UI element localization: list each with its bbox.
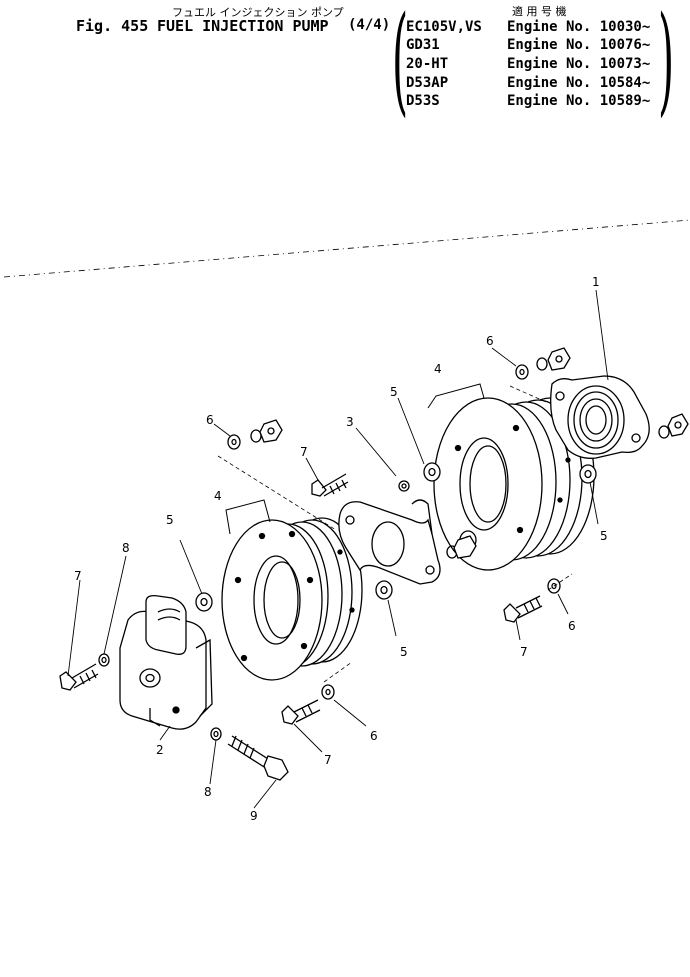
leader-line: [333, 699, 367, 727]
callout-1: 1: [592, 275, 600, 289]
part-6-washer: [227, 434, 241, 450]
applicability-engine: Engine No. 10030~: [507, 19, 651, 35]
callout-5: 5: [400, 645, 408, 659]
callout-4: 4: [434, 362, 442, 376]
callout-6: 6: [206, 413, 214, 427]
assembly-connector-line: [323, 661, 353, 683]
part-5-spacer: [375, 580, 393, 600]
part-6-washer: [547, 578, 561, 594]
applicability-model: D53AP: [406, 75, 449, 91]
washer: [658, 425, 670, 439]
callout-7: 7: [324, 753, 332, 767]
applicability-engine: Engine No. 10589~: [507, 93, 651, 109]
bracket-4-right: [427, 383, 485, 409]
applicable-units-heading: 適 用 号 機: [512, 5, 567, 18]
part-6-washer: [321, 684, 335, 700]
bracket-4-left: [225, 499, 271, 535]
callout-2: 2: [156, 743, 164, 757]
leader-line: [491, 347, 517, 367]
figure-page-fraction: (4/4): [348, 17, 391, 33]
leader-line: [595, 289, 609, 381]
part-2-coupling-bracket: [119, 594, 213, 730]
assembly-connector-line: [217, 455, 337, 531]
nut: [259, 419, 283, 443]
leader-line: [103, 555, 127, 655]
callout-6: 6: [370, 729, 378, 743]
leader-line: [159, 725, 171, 741]
callout-5: 5: [166, 513, 174, 527]
nut: [547, 347, 571, 371]
leader-line: [355, 427, 397, 477]
leader-line: [179, 539, 203, 595]
figure-number: Fig. 455: [76, 17, 149, 35]
part-8-washer: [210, 727, 222, 741]
leader-line: [557, 593, 569, 615]
part-7-bolt: [503, 595, 543, 623]
right-bracket: ): [658, 0, 675, 128]
leader-line: [397, 397, 425, 465]
leader-line: [209, 739, 217, 785]
figure-title: FUEL INJECTION PUMP: [157, 17, 329, 35]
leader-line: [305, 457, 319, 481]
part-8-washer: [98, 653, 110, 667]
part-1-bearing-housing: [550, 375, 650, 459]
applicability-model: 20-HT: [406, 56, 449, 72]
callout-7: 7: [300, 445, 308, 459]
part-5-spacer: [195, 592, 213, 612]
part-9-long-bolt: [227, 735, 289, 781]
leader-line: [293, 723, 323, 753]
callout-5: 5: [390, 385, 398, 399]
callout-3: 3: [346, 415, 354, 429]
title-katakana: フュエル インジェクション ポンプ: [172, 6, 344, 19]
leader-line: [67, 579, 81, 677]
applicability-engine: Engine No. 10076~: [507, 37, 651, 53]
part-7-bolt: [311, 473, 349, 497]
callout-6: 6: [486, 334, 494, 348]
part-4-hub-left: [221, 517, 363, 681]
part-5-spacer: [423, 462, 441, 482]
applicability-model: GD31: [406, 37, 440, 53]
nut: [667, 413, 689, 437]
leader-line: [213, 423, 231, 437]
applicability-engine: Engine No. 10584~: [507, 75, 651, 91]
leader-line: [387, 599, 397, 637]
part-7-bolt: [59, 663, 99, 691]
applicability-model: EC105V,VS: [406, 19, 482, 35]
part-5-spacer: [579, 464, 597, 484]
applicability-model: D53S: [406, 93, 440, 109]
washer: [536, 357, 548, 371]
callout-8: 8: [122, 541, 130, 555]
leader-line: [253, 779, 277, 809]
part-3-flange-plate: [338, 480, 441, 585]
callout-5: 5: [600, 529, 608, 543]
callout-4: 4: [214, 489, 222, 503]
nut: [453, 535, 477, 559]
assembly-connector-line: [547, 573, 573, 591]
left-bracket: (: [392, 0, 409, 128]
callout-8: 8: [204, 785, 212, 799]
callout-9: 9: [250, 809, 258, 823]
part-6-washer: [515, 364, 529, 380]
applicability-engine: Engine No. 10073~: [507, 56, 651, 72]
assembly-axis-line: [3, 219, 690, 278]
leader-line: [515, 619, 521, 641]
callout-6: 6: [568, 619, 576, 633]
callout-7: 7: [74, 569, 82, 583]
leader-line: [589, 481, 599, 525]
part-7-bolt: [281, 699, 321, 725]
callout-7: 7: [520, 645, 528, 659]
